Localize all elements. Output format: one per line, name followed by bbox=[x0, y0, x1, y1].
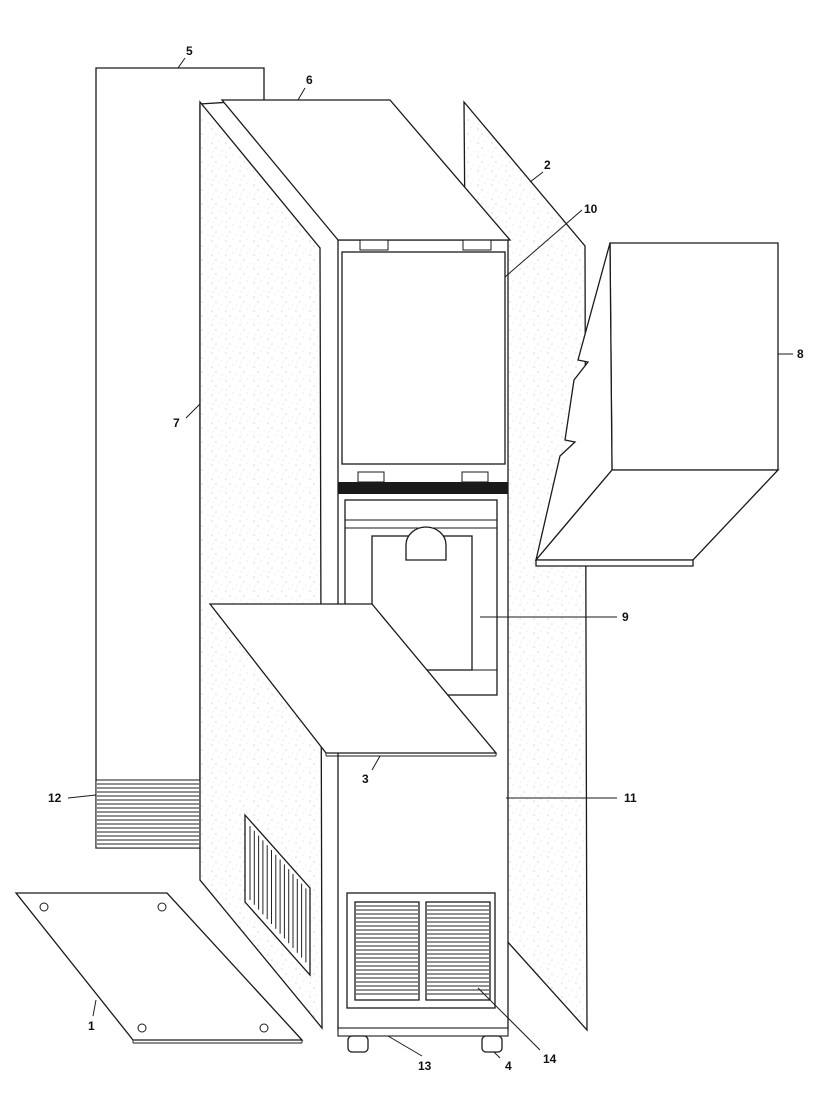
cabinet-body bbox=[337, 239, 509, 1037]
leader-lines bbox=[67, 57, 793, 1059]
label-14: 14 bbox=[543, 1052, 557, 1066]
front-grille-part-14 bbox=[346, 892, 496, 1009]
rear-panel-part-5 bbox=[95, 67, 265, 849]
label-7: 7 bbox=[173, 416, 180, 430]
top-panel-part-6 bbox=[220, 99, 512, 241]
label-3: 3 bbox=[362, 772, 369, 786]
left-side-panel-part-7 bbox=[199, 100, 323, 1030]
label-4: 4 bbox=[505, 1059, 512, 1073]
feet-part-4 bbox=[347, 1035, 503, 1053]
rear-grille-part-12 bbox=[95, 779, 201, 849]
label-13: 13 bbox=[418, 1059, 432, 1073]
hood-part-8 bbox=[534, 242, 780, 567]
label-6: 6 bbox=[306, 73, 313, 87]
front-panel-part-10 bbox=[341, 251, 506, 465]
label-5: 5 bbox=[186, 44, 193, 58]
label-8: 8 bbox=[797, 347, 804, 361]
label-12: 12 bbox=[48, 791, 62, 805]
label-1: 1 bbox=[88, 1019, 95, 1033]
label-10: 10 bbox=[584, 202, 598, 216]
side-vent bbox=[244, 813, 311, 977]
label-11: 11 bbox=[624, 791, 637, 805]
shelf-part-3 bbox=[208, 603, 498, 757]
label-2: 2 bbox=[544, 158, 551, 172]
label-9: 9 bbox=[622, 610, 629, 624]
part-labels: 5 6 2 10 8 7 9 3 11 12 1 13 4 14 bbox=[48, 44, 804, 1073]
base-plate-part-1 bbox=[14, 892, 304, 1044]
